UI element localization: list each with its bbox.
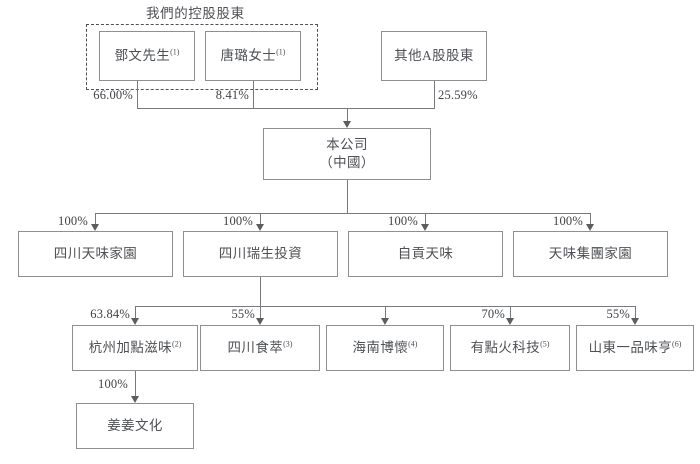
pct-sub8: 70% bbox=[481, 307, 505, 321]
connector-tang-lu-drop bbox=[253, 81, 254, 108]
node-jiangjiang-culture-label: 姜姜文化 bbox=[107, 417, 163, 433]
pct-tang-lu: 8.41% bbox=[215, 88, 249, 102]
arrow-to-company bbox=[343, 121, 351, 128]
pct-other-a: 25.59% bbox=[438, 88, 478, 102]
connector-company-drop bbox=[347, 180, 348, 213]
pct-sub9: 55% bbox=[606, 307, 630, 321]
connector-sub6-drop bbox=[260, 306, 261, 321]
footnote-marker-1b: (1) bbox=[276, 47, 286, 57]
footnote-marker-1: (1) bbox=[170, 47, 180, 57]
node-shareholder-tang-lu-label: 唐璐女士(1) bbox=[220, 47, 286, 63]
arrow-sub8 bbox=[506, 318, 514, 325]
node-other-a-shareholders[interactable]: 其他A股股東 bbox=[381, 31, 487, 81]
connector-ruisheng-drop bbox=[260, 277, 261, 306]
node-the-company-line2: （中國） bbox=[319, 155, 375, 170]
pct-sub4: 100% bbox=[553, 214, 583, 228]
pct-sub1: 100% bbox=[58, 214, 88, 228]
node-shareholder-tang-lu[interactable]: 唐璐女士(1) bbox=[205, 31, 301, 81]
connector-deng-wen-drop bbox=[137, 81, 138, 108]
footnote-marker-5: (5) bbox=[540, 339, 550, 349]
bus-shareholders bbox=[137, 108, 435, 109]
node-sichuan-ruisheng-investment-label: 四川瑞生投資 bbox=[218, 245, 303, 261]
arrow-sub2 bbox=[256, 224, 264, 231]
connector-sub7-drop bbox=[385, 306, 386, 321]
node-tianwei-group-jiayuan[interactable]: 天味集團家園 bbox=[513, 231, 668, 277]
connector-sub1-drop bbox=[95, 213, 96, 227]
controlling-shareholders-group bbox=[86, 24, 318, 90]
pct-sub10: 100% bbox=[98, 377, 128, 391]
node-sichuan-tianwei-jiayuan-label: 四川天味家園 bbox=[53, 245, 138, 261]
arrow-sub9 bbox=[631, 318, 639, 325]
connector-to-company bbox=[347, 108, 348, 124]
footnote-marker-2: (2) bbox=[172, 339, 182, 349]
node-zigong-tianwei[interactable]: 自貢天味 bbox=[348, 231, 503, 277]
controlling-shareholders-title: 我們的控股股東 bbox=[146, 6, 245, 21]
node-zigong-tianwei-label: 自貢天味 bbox=[397, 245, 454, 261]
pct-sub6: 55% bbox=[231, 307, 255, 321]
node-youdianhuo-technology-label: 有點火科技(5) bbox=[470, 339, 550, 355]
arrow-sub7 bbox=[381, 318, 389, 325]
node-shandong-yipinweiheng[interactable]: 山東一品味亨(6) bbox=[576, 325, 694, 371]
node-hangzhou-jiadian-ziwei[interactable]: 杭州加點滋味(2) bbox=[72, 325, 198, 371]
node-hainan-bohuai[interactable]: 海南博懷(4) bbox=[326, 325, 444, 371]
pct-sub5: 63.84% bbox=[90, 307, 130, 321]
connector-sub8-drop bbox=[510, 306, 511, 321]
node-sichuan-ruisheng-investment[interactable]: 四川瑞生投資 bbox=[183, 231, 338, 277]
footnote-marker-4: (4) bbox=[408, 339, 418, 349]
connector-sub4-drop bbox=[590, 213, 591, 227]
node-shandong-yipinweiheng-label: 山東一品味亨(6) bbox=[588, 339, 682, 355]
footnote-marker-6: (6) bbox=[672, 339, 682, 349]
node-shareholder-deng-wen[interactable]: 鄧文先生(1) bbox=[99, 31, 195, 81]
node-sichuan-tianwei-jiayuan[interactable]: 四川天味家園 bbox=[18, 231, 173, 277]
node-other-a-shareholders-label: 其他A股股東 bbox=[394, 47, 474, 63]
connector-sub9-drop bbox=[635, 306, 636, 321]
arrow-sub5 bbox=[131, 318, 139, 325]
node-sichuan-shicui[interactable]: 四川食萃(3) bbox=[200, 325, 320, 371]
node-youdianhuo-technology[interactable]: 有點火科技(5) bbox=[450, 325, 570, 371]
connector-sub2-drop bbox=[260, 213, 261, 227]
connector-other-a-drop bbox=[434, 81, 435, 108]
arrow-sub3 bbox=[421, 224, 429, 231]
pct-deng-wen: 66.00% bbox=[93, 88, 133, 102]
node-tianwei-group-jiayuan-label: 天味集團家園 bbox=[548, 245, 633, 261]
node-shareholder-deng-wen-label: 鄧文先生(1) bbox=[114, 47, 180, 63]
arrow-sub10 bbox=[131, 396, 139, 403]
arrow-sub6 bbox=[256, 318, 264, 325]
arrow-sub4 bbox=[586, 224, 594, 231]
node-hangzhou-jiadian-ziwei-label: 杭州加點滋味(2) bbox=[88, 339, 182, 355]
node-sichuan-shicui-label: 四川食萃(3) bbox=[227, 339, 293, 355]
connector-sub3-drop bbox=[425, 213, 426, 227]
pct-sub2: 100% bbox=[223, 214, 253, 228]
node-the-company-line1: 本公司 bbox=[326, 136, 368, 152]
node-jiangjiang-culture[interactable]: 姜姜文化 bbox=[76, 403, 194, 449]
footnote-marker-3: (3) bbox=[283, 339, 293, 349]
connector-jiangjiang-drop bbox=[135, 371, 136, 399]
bus-subsidiaries-row3 bbox=[95, 213, 590, 214]
arrow-sub1 bbox=[91, 224, 99, 231]
pct-sub3: 100% bbox=[388, 214, 418, 228]
node-hainan-bohuai-label: 海南博懷(4) bbox=[352, 339, 418, 355]
connector-sub5-drop bbox=[135, 306, 136, 321]
node-the-company[interactable]: 本公司 （中國） bbox=[263, 128, 431, 180]
